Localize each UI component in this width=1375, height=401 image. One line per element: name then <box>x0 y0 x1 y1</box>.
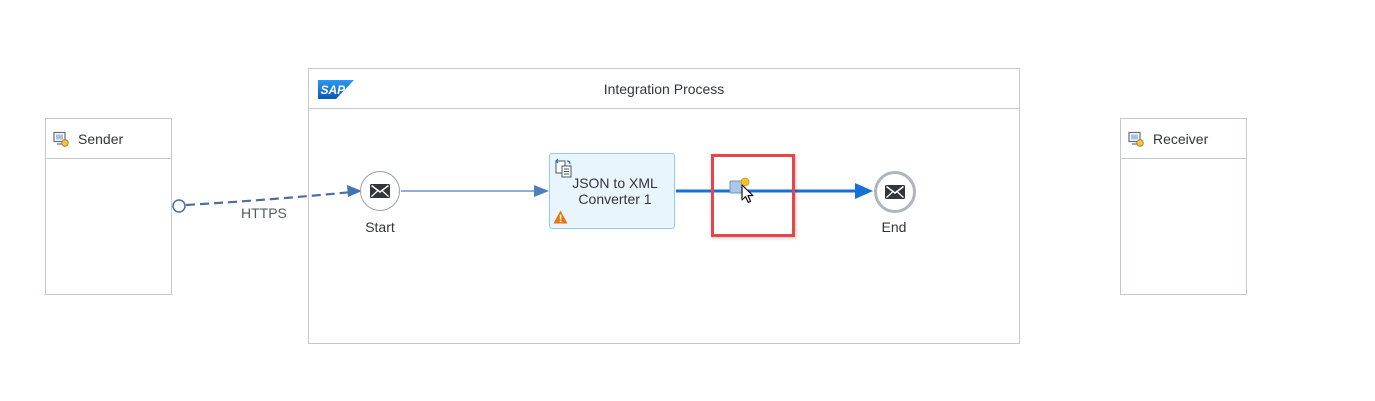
task-label-line2: Converter 1 <box>578 191 652 207</box>
end-event-label: End <box>881 219 907 235</box>
receiver-participant[interactable]: Receiver <box>1120 118 1247 295</box>
participant-icon <box>1128 131 1144 147</box>
envelope-icon <box>885 185 905 199</box>
json-to-xml-converter-task[interactable]: JSON to XML Converter 1 <box>549 153 675 229</box>
highlight-box <box>711 154 795 237</box>
https-connection-label: HTTPS <box>241 205 287 221</box>
converter-icon <box>555 158 572 178</box>
sap-logo-icon: SAP <box>318 80 354 99</box>
warning-icon[interactable] <box>553 210 568 224</box>
start-event[interactable] <box>360 171 400 211</box>
envelope-icon <box>370 184 390 198</box>
task-label: JSON to XML Converter 1 <box>560 175 670 207</box>
pool-header: SAP Integration Process <box>309 69 1019 109</box>
sender-label: Sender <box>78 130 124 147</box>
pool-title: Integration Process <box>603 81 725 97</box>
add-step-icon[interactable] <box>729 177 751 195</box>
start-event-label: Start <box>365 219 395 235</box>
sap-logo-text: SAP <box>321 83 347 97</box>
sender-header: Sender <box>46 119 171 159</box>
mouse-cursor-icon <box>741 184 754 203</box>
end-event[interactable] <box>874 171 916 213</box>
sender-participant[interactable]: Sender <box>45 118 172 295</box>
receiver-header: Receiver <box>1121 119 1246 159</box>
receiver-label: Receiver <box>1153 130 1209 147</box>
participant-icon <box>53 131 69 147</box>
task-label-line1: JSON to XML <box>572 175 658 191</box>
